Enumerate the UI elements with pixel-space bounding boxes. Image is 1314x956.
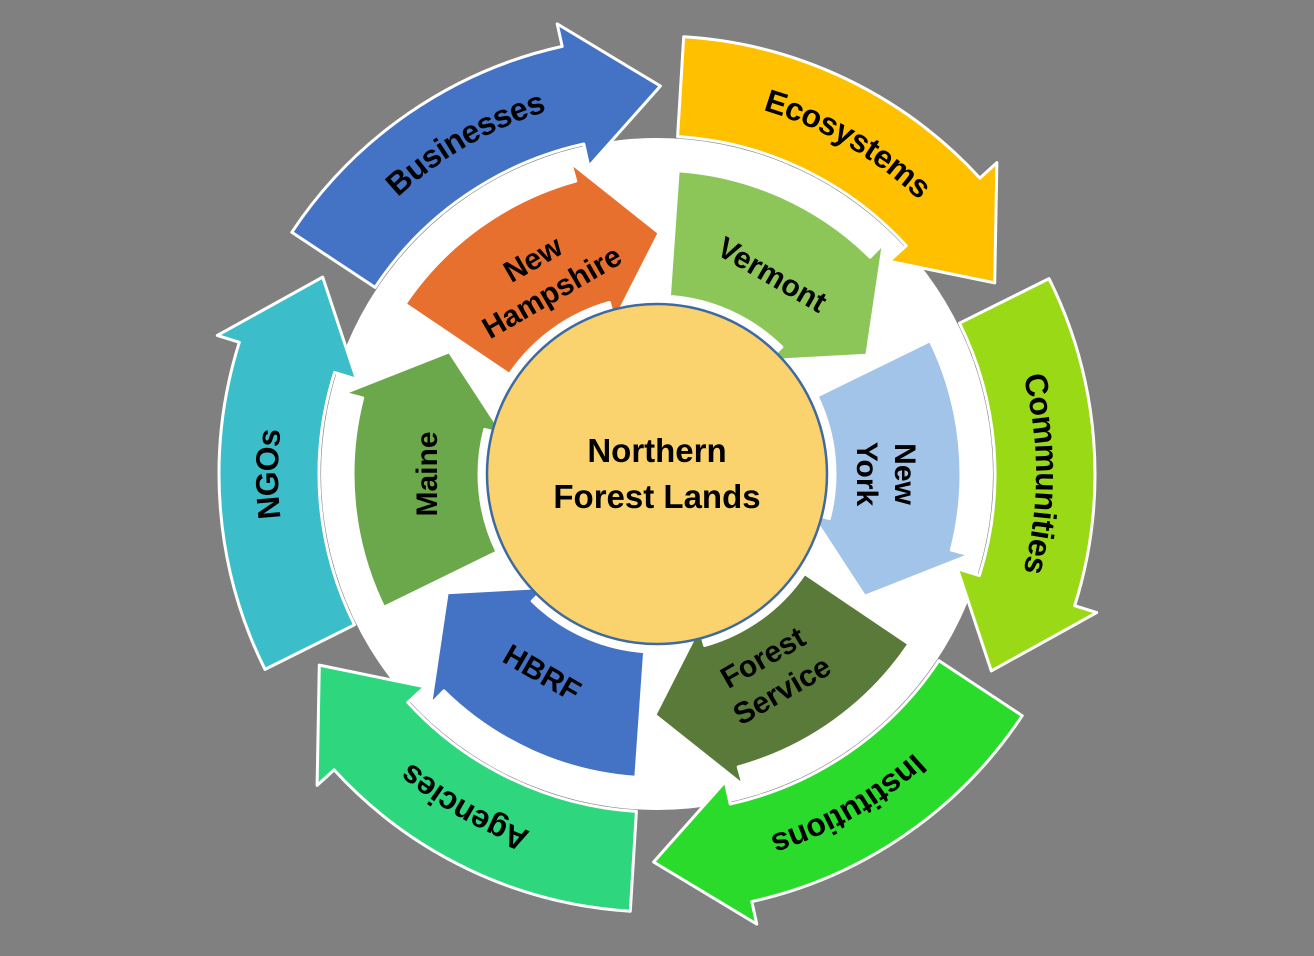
outer-arrow-institutions <box>652 659 1024 926</box>
inner-ring: VermontNewYorkForestServiceHBRFMaineNewH… <box>342 161 972 787</box>
outer-arrow-ecosystems <box>676 35 999 285</box>
inner-label-new-york: NewYork <box>850 442 921 507</box>
outer-arrow-agencies <box>315 663 638 913</box>
inner-arrow-new-hampshire <box>403 161 661 376</box>
inner-arrow-maine <box>342 350 505 609</box>
outer-arrow-ngos <box>215 275 359 671</box>
center-label-line-2: Forest Lands <box>553 478 760 515</box>
inner-label-maine: Maine <box>411 431 444 516</box>
inner-arrow-new-york <box>809 339 972 598</box>
outer-label-ngos: NGOs <box>249 427 288 521</box>
outer-arrow-communities <box>955 277 1099 673</box>
center-circle <box>485 302 829 646</box>
inner-arrow-hbrf <box>429 585 647 779</box>
outer-arrow-businesses <box>290 22 662 289</box>
inner-arrow-vermont <box>667 169 885 363</box>
center-label-line-1: Northern <box>587 432 726 469</box>
inner-arrow-forest-service <box>653 572 911 787</box>
